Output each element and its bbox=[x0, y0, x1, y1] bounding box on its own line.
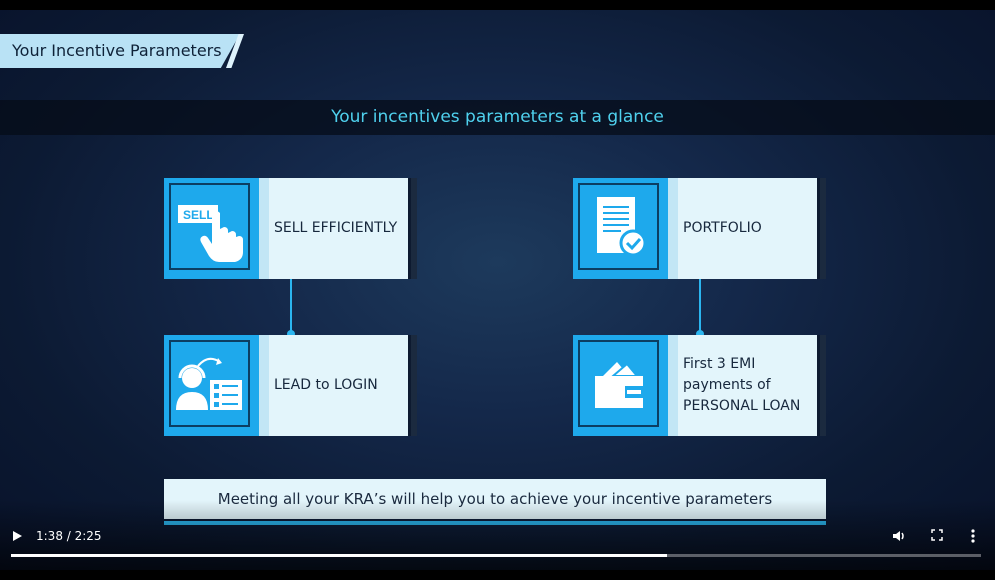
connector-line-left bbox=[290, 279, 292, 335]
video-frame[interactable]: Your Incentive Parameters Your incentive… bbox=[0, 10, 995, 570]
card-icon-box bbox=[164, 335, 259, 436]
card-side-strip bbox=[259, 178, 269, 279]
card-icon-box: SELL bbox=[164, 178, 259, 279]
card-end-gap bbox=[817, 335, 820, 436]
card-end-bar bbox=[411, 178, 417, 279]
fullscreen-icon[interactable] bbox=[930, 528, 944, 545]
progress-bar[interactable] bbox=[11, 554, 981, 557]
volume-icon[interactable] bbox=[891, 528, 907, 547]
card-label: LEAD to LOGIN bbox=[274, 377, 378, 393]
banner-text: Your incentives parameters at a glance bbox=[331, 107, 664, 127]
card-end-gap bbox=[817, 178, 820, 279]
card-label: First 3 EMI payments of PERSONAL LOAN bbox=[683, 356, 801, 414]
card-label: PORTFOLIO bbox=[683, 220, 762, 236]
card-end-bar bbox=[411, 335, 417, 436]
card-end-bar bbox=[820, 178, 826, 279]
progress-bar-fill bbox=[11, 554, 667, 557]
card-side-strip bbox=[668, 335, 678, 436]
document-check-icon bbox=[578, 183, 659, 270]
play-icon[interactable] bbox=[11, 529, 23, 546]
wallet-icon bbox=[578, 340, 659, 427]
section-title-text: Your Incentive Parameters bbox=[12, 41, 222, 60]
card-label: SELL EFFICIENTLY bbox=[274, 220, 398, 236]
agent-checklist-icon bbox=[169, 340, 250, 427]
card-sell-efficiently: SELL SELL EFFICIENTLY bbox=[164, 178, 417, 279]
card-side-strip bbox=[668, 178, 678, 279]
sell-hand-icon: SELL bbox=[169, 183, 250, 270]
slide-banner: Your incentives parameters at a glance bbox=[0, 100, 995, 135]
card-end-bar bbox=[820, 335, 826, 436]
card-emi-payments: First 3 EMI payments of PERSONAL LOAN bbox=[573, 335, 826, 436]
card-side-strip bbox=[259, 335, 269, 436]
section-title: Your Incentive Parameters bbox=[0, 34, 240, 68]
card-icon-box bbox=[573, 335, 668, 436]
card-icon-box bbox=[573, 178, 668, 279]
connector-line-right bbox=[699, 279, 701, 335]
connector-dot-left bbox=[287, 330, 295, 338]
card-lead-to-login: LEAD to LOGIN bbox=[164, 335, 417, 436]
time-display: 1:38 / 2:25 bbox=[36, 529, 102, 543]
card-portfolio: PORTFOLIO bbox=[573, 178, 826, 279]
more-vert-icon[interactable] bbox=[970, 528, 976, 547]
connector-dot-right bbox=[696, 330, 704, 338]
player-controls-shade bbox=[0, 500, 995, 570]
card-end-gap bbox=[408, 335, 411, 436]
card-end-gap bbox=[408, 178, 411, 279]
svg-text:SELL: SELL bbox=[183, 208, 214, 222]
